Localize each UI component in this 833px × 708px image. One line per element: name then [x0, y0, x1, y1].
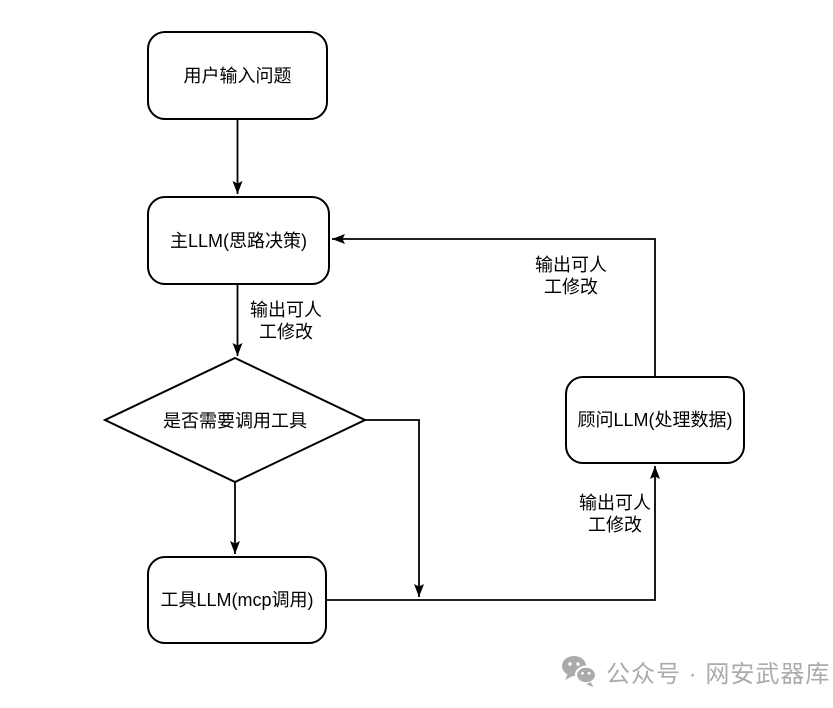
decision-diamond-shape [102, 356, 368, 484]
edge-label-tool-to-advisor: 输出可人 工修改 [579, 493, 651, 535]
node-decision-label: 是否需要调用工具 [163, 411, 307, 431]
node-main-llm-label: 主LLM(思路决策) [169, 230, 307, 251]
watermark: 公众号 · 网安武器库 [561, 654, 830, 689]
node-main-llm: 主LLM(思路决策) [147, 196, 330, 285]
edge-advisor-llm-to-main-llm [332, 234, 656, 376]
wechat-icon [562, 656, 597, 688]
edge-label-advisor-to-main: 输出可人 工修改 [535, 255, 607, 297]
edge-label-main-to-decision: 输出可人 工修改 [250, 300, 322, 342]
node-user-input: 用户输入问题 [147, 31, 328, 120]
node-decision: 是否需要调用工具 [105, 406, 365, 434]
edge-decision-to-junction [365, 419, 424, 597]
node-advisor-llm-label: 顾问LLM(处理数据) [577, 410, 733, 430]
edge-tool-llm-to-advisor-llm [327, 466, 660, 601]
node-tool-llm: 工具LLM(mcp调用) [147, 556, 327, 644]
node-user-input-label: 用户输入问题 [183, 65, 292, 86]
node-tool-llm-label: 工具LLM(mcp调用) [160, 590, 314, 610]
watermark-text: 公众号 · 网安武器库 [606, 661, 831, 688]
node-advisor-llm: 顾问LLM(处理数据) [565, 376, 745, 464]
